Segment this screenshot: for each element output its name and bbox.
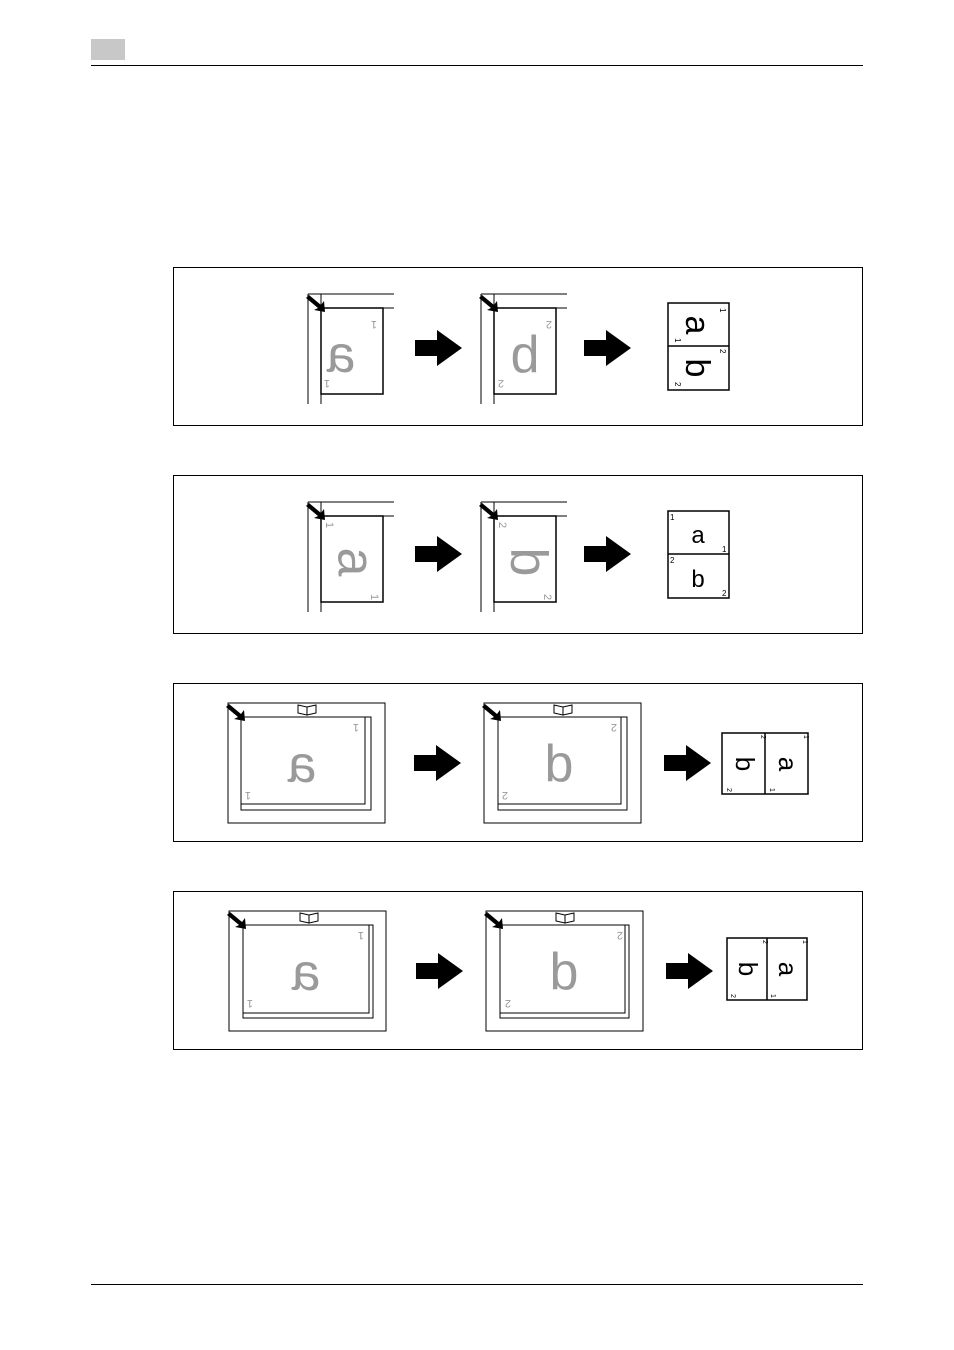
chapter-tab	[91, 39, 125, 60]
panel-1-diagram: a 1 1 b 2 2 a b 1 1 2 2	[174, 268, 864, 427]
scan-1-page-number: 1	[324, 377, 330, 389]
scan-2-letter: b	[499, 548, 557, 577]
open-book-icon	[556, 913, 574, 923]
right-arrow-icon	[584, 330, 631, 366]
scan-2-page-number: 2	[502, 789, 508, 801]
result-page-number: 2	[673, 382, 682, 387]
panel-4-diagram: a 1 1 b 2 2 b a 2 2 1 1	[174, 892, 864, 1051]
scan-1-page-number: 1	[247, 997, 253, 1009]
scan-1-glass: a 1 1	[226, 703, 385, 823]
right-arrow-icon	[414, 745, 461, 781]
result-page-number: 2	[759, 735, 766, 739]
right-arrow-icon	[664, 745, 711, 781]
panel-book-scan-small: a 1 1 b 2 2 b a 2 2 1 1	[173, 683, 863, 842]
result-letter-bottom: b	[691, 566, 704, 593]
corner-arrow-icon	[306, 295, 325, 312]
result-sheet: b a 2 2 1 1	[722, 733, 809, 794]
scan-1-page-number: 1	[358, 929, 364, 941]
result-page-number: 2	[718, 349, 727, 354]
result-sheet: a b 1 1 2 2	[668, 303, 729, 390]
result-page-number: 1	[801, 940, 808, 944]
scan-2-glass: b 2 2	[479, 294, 567, 404]
scan-1-page-number: 1	[353, 721, 359, 733]
result-page-number: 1	[768, 788, 775, 792]
result-page-number: 1	[722, 545, 727, 554]
result-page-number: 1	[802, 735, 809, 739]
result-letter-top: a	[691, 522, 705, 549]
open-book-icon	[554, 705, 572, 715]
corner-arrow-icon	[306, 503, 325, 520]
right-arrow-icon	[416, 953, 463, 989]
scan-1-page-number: 1	[371, 318, 377, 330]
scan-1-letter: a	[291, 944, 320, 1002]
scan-2-page-number: 2	[611, 721, 617, 733]
corner-arrow-icon	[479, 295, 498, 312]
scan-1-letter: a	[287, 736, 316, 794]
right-arrow-icon	[415, 330, 462, 366]
result-letter-right: a	[773, 757, 803, 772]
scan-2-glass: b 2 2	[484, 911, 643, 1031]
result-letter-left: b	[730, 757, 760, 771]
scan-1-page-number: 1	[368, 594, 380, 600]
panel-book-scan-large: a 1 1 b 2 2 b a 2 2 1 1	[173, 891, 863, 1050]
header-rule	[91, 65, 863, 66]
scan-2-letter: b	[511, 326, 540, 384]
result-letter-right: a	[773, 962, 803, 977]
result-sheet: a b 1 1 2 2	[668, 511, 729, 598]
result-page-number: 2	[725, 788, 732, 792]
scan-2-glass: b 2 2	[482, 703, 641, 823]
scan-1-glass: a 1 1	[306, 294, 394, 404]
result-page-number: 1	[718, 308, 727, 313]
result-page-number: 2	[722, 589, 727, 598]
scan-2-letter: b	[545, 735, 574, 793]
result-letter-left: b	[733, 962, 763, 976]
scan-1-glass: a 1 1	[306, 502, 394, 612]
corner-arrow-icon	[479, 503, 498, 520]
scan-1-glass: a 1 1	[227, 911, 386, 1031]
result-letter-bottom: b	[678, 359, 716, 378]
right-arrow-icon	[666, 953, 713, 989]
open-book-icon	[298, 705, 316, 715]
scan-1-page-number: 1	[323, 522, 335, 528]
result-letter-top: a	[678, 316, 716, 335]
scan-2-glass: b 2 2	[479, 502, 567, 612]
result-page-number: 1	[673, 338, 682, 343]
scan-2-letter: b	[550, 943, 579, 1001]
scan-2-page-number: 2	[541, 594, 553, 600]
result-sheet: b a 2 2 1 1	[727, 938, 808, 1000]
panel-portrait-top-binding: a 1 1 b 2 2 a b 1 1 2 2	[173, 475, 863, 634]
scan-2-page-number: 2	[505, 997, 511, 1009]
scan-2-page-number: 2	[617, 929, 623, 941]
scan-1-letter: a	[326, 548, 384, 577]
scan-2-page-number: 2	[496, 522, 508, 528]
result-page-number: 1	[670, 513, 675, 522]
scan-2-page-number: 2	[546, 318, 552, 330]
panel-portrait-left-binding: a 1 1 b 2 2 a b 1 1 2 2	[173, 267, 863, 426]
scan-2-page-number: 2	[498, 377, 504, 389]
right-arrow-icon	[584, 536, 631, 572]
scan-1-page-number: 1	[245, 789, 251, 801]
footer-rule	[91, 1284, 863, 1285]
result-page-number: 2	[729, 994, 736, 998]
result-page-number: 2	[670, 556, 675, 565]
open-book-icon	[300, 913, 318, 923]
panel-2-diagram: a 1 1 b 2 2 a b 1 1 2 2	[174, 476, 864, 635]
right-arrow-icon	[415, 536, 462, 572]
result-page-number: 1	[769, 994, 776, 998]
result-page-number: 2	[761, 940, 768, 944]
scan-1-letter: a	[326, 326, 355, 384]
panel-3-diagram: a 1 1 b 2 2 b a 2 2 1 1	[174, 684, 864, 843]
